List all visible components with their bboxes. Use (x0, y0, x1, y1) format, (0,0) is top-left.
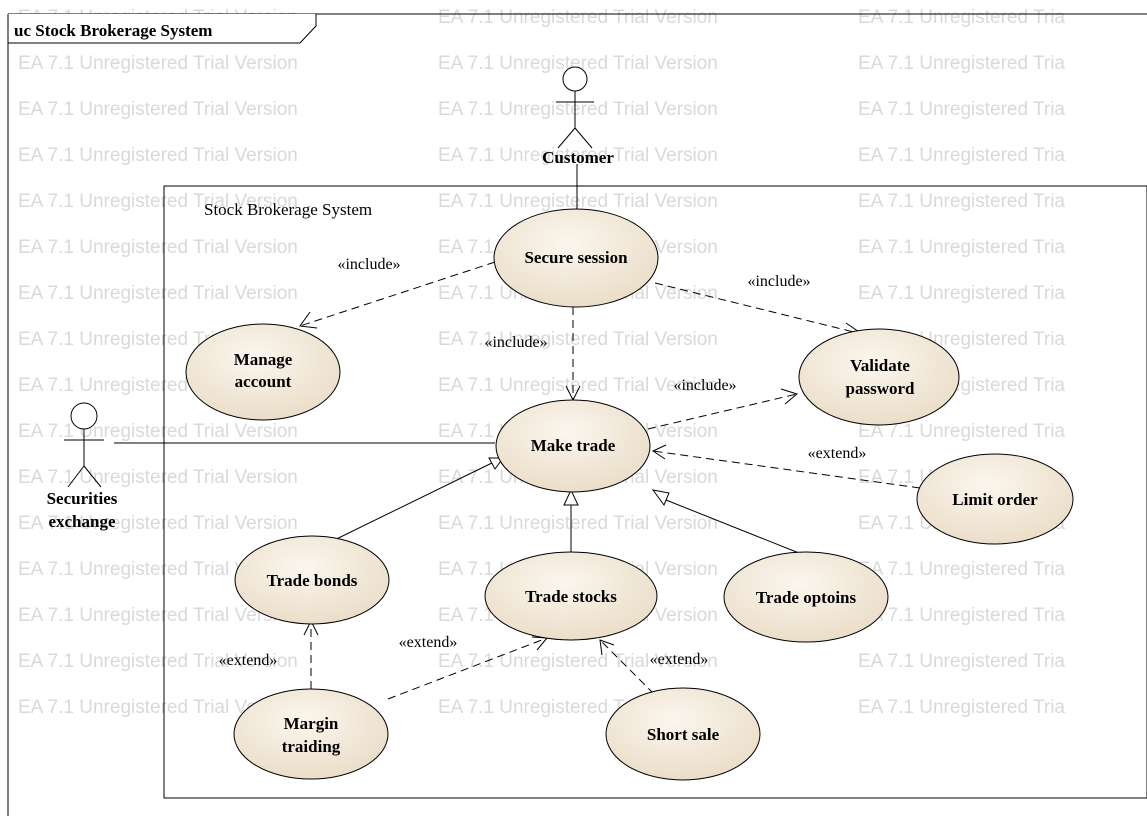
watermark-text: EA 7.1 Unregistered Trial Version (438, 651, 718, 672)
actor-securities-exchange[interactable] (64, 402, 104, 488)
usecase-manage-account-label-line1: Manage (234, 350, 293, 369)
include-label-validate-password: «include» (747, 273, 810, 290)
include-label-make-trade: «include» (484, 334, 547, 351)
usecase-margin-trading[interactable]: Margin traiding (233, 688, 389, 780)
watermark-text: EA 7.1 Unregistered Trial Version (18, 697, 298, 718)
frame-title: uc Stock Brokerage System (14, 21, 212, 40)
usecase-trade-bonds[interactable]: Trade bonds (234, 535, 390, 625)
watermark-text: EA 7.1 Unregistered Tria (858, 191, 1065, 212)
generalization-trade-options-make-trade (651, 489, 670, 507)
usecase-validate-password[interactable]: Validate password (798, 328, 960, 426)
watermark-text: EA 7.1 Unregistered Tria (858, 697, 1065, 718)
watermark-text: EA 7.1 Unregistered Tria (858, 53, 1065, 74)
extend-label-margin-trade-bonds: «extend» (219, 652, 278, 669)
watermark-text: EA 7.1 Unregistered Trial Version (18, 191, 298, 212)
usecase-make-trade-label: Make trade (531, 436, 616, 455)
generalization-trade-stocks-make-trade (563, 488, 579, 506)
usecase-trade-stocks-label: Trade stocks (525, 587, 617, 606)
watermark-text: EA 7.1 Unregistered Tria (858, 421, 1065, 442)
include-label-manage-account: «include» (337, 256, 400, 273)
diagram-frame: uc Stock Brokerage System (7, 13, 1147, 816)
system-boundary-title: Stock Brokerage System (204, 200, 372, 219)
associations (114, 164, 578, 444)
watermark-text: EA 7.1 Unregistered Trial Version (18, 421, 298, 442)
usecase-trade-stocks[interactable]: Trade stocks (484, 551, 658, 641)
watermark-text: EA 7.1 Unregistered Tria (858, 605, 1065, 626)
usecase-margin-trading-label-line1: Margin (284, 714, 339, 733)
usecase-margin-trading-label-line2: traiding (282, 737, 341, 756)
extend-label-short-sale: «extend» (650, 651, 709, 668)
dependencies (299, 261, 921, 700)
watermark-text: EA 7.1 Unregistered Trial Version (18, 99, 298, 120)
include-secure-session-validate-password (654, 282, 863, 335)
actor-securities-exchange-label-line1: Securities (47, 489, 118, 508)
watermark-text: EA 7.1 Unregistered Tria (858, 145, 1065, 166)
usecase-short-sale[interactable]: Short sale (605, 687, 761, 781)
usecase-make-trade[interactable]: Make trade (495, 399, 651, 493)
watermark-text: EA 7.1 Unregistered Trial Version (18, 283, 298, 304)
usecase-manage-account[interactable]: Manage account (185, 323, 341, 421)
watermark-text: EA 7.1 Unregistered Trial Version (438, 145, 718, 166)
usecase-manage-account-label-line2: account (235, 372, 292, 391)
extend-label-margin-trade-stocks: «extend» (399, 634, 458, 651)
extend-limit-order-make-trade (652, 450, 921, 489)
usecase-secure-session-label: Secure session (524, 248, 628, 267)
extend-margin-trading-trade-stocks (387, 637, 548, 700)
watermark-text: EA 7.1 Unregistered Trial Version (438, 99, 718, 120)
actor-customer-label: Customer (542, 148, 614, 167)
watermark-text: EA 7.1 Unregistered Trial Version (18, 651, 298, 672)
usecase-trade-bonds-label: Trade bonds (267, 571, 358, 590)
usecase-secure-session[interactable]: Secure session (493, 208, 659, 308)
watermark-text: EA 7.1 Unregistered Trial Version (438, 7, 718, 28)
watermark-text: EA 7.1 Unregistered Tria (858, 237, 1065, 258)
watermark-text: EA 7.1 Unregistered Trial Version (438, 329, 718, 350)
watermark-text: EA 7.1 Unregistered Tria (858, 559, 1065, 580)
watermark-text: EA 7.1 Unregistered Trial Version (18, 237, 298, 258)
usecase-trade-options[interactable]: Trade optoins (723, 551, 889, 643)
usecase-validate-password-label-line2: password (846, 379, 916, 398)
watermark-text: EA 7.1 Unregistered Trial Version (18, 53, 298, 74)
watermark-text: EA 7.1 Unregistered Trial Version (438, 375, 718, 396)
include-secure-session-manage-account (299, 261, 496, 327)
watermark-text: EA 7.1 Unregistered Tria (858, 283, 1065, 304)
watermark-text: EA 7.1 Unregistered Trial Version (438, 513, 718, 534)
include-label-make-trade-validate: «include» (673, 377, 736, 394)
usecase-trade-options-label: Trade optoins (756, 588, 857, 607)
watermark-text: EA 7.1 Unregistered Trial Version (438, 191, 718, 212)
usecase-limit-order[interactable]: Limit order (916, 453, 1074, 545)
usecase-validate-password-label-line1: Validate (850, 356, 910, 375)
extend-label-limit-order: «extend» (808, 445, 867, 462)
system-boundary: Stock Brokerage System (163, 185, 1147, 799)
watermark-text: EA 7.1 Unregistered Trial Version (18, 513, 298, 534)
watermark-text: EA 7.1 Unregistered Trial Version (18, 605, 298, 626)
watermark-text: EA 7.1 Unregistered Trial Version (18, 559, 298, 580)
usecase-limit-order-label: Limit order (952, 490, 1038, 509)
watermark-text: EA 7.1 Unregistered Trial Version (18, 467, 298, 488)
usecase-short-sale-label: Short sale (647, 725, 720, 744)
watermark-text: EA 7.1 Unregistered Tria (858, 99, 1065, 120)
watermark-text: EA 7.1 Unregistered Trial Version (18, 145, 298, 166)
watermark-text: EA 7.1 Unregistered Tria (858, 651, 1065, 672)
watermark-text: EA 7.1 Unregistered Trial Version (438, 53, 718, 74)
watermark-text: EA 7.1 Unregistered Tria (858, 7, 1065, 28)
actor-securities-exchange-label-line2: exchange (48, 512, 116, 531)
actor-customer[interactable] (556, 66, 594, 149)
